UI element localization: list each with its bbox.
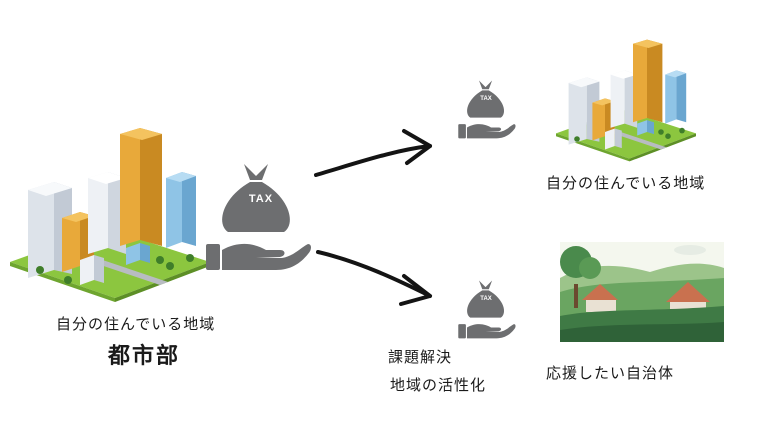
source-caption: 自分の住んでいる地域 [56,315,216,333]
tax-bag-hand-large [206,164,311,270]
tax-bag-hand-small-bottom [458,280,516,339]
support-purpose-2: 地域の活性化 [390,376,487,394]
source-title: 都市部 [108,344,181,369]
tax-label-large: TAX [248,193,274,205]
support-caption: 応援したい自治体 [546,364,675,382]
support-purpose-1: 課題解決 [388,348,453,366]
city-illustration-small [556,39,696,162]
tax-label-small-bottom: TAX [480,296,492,302]
home-caption: 自分の住んでいる地域 [546,174,706,192]
city-illustration-large [10,128,210,302]
tax-bag-hand-small-top [458,80,516,139]
tax-label-small-top: TAX [480,96,492,102]
countryside-illustration [560,242,724,342]
